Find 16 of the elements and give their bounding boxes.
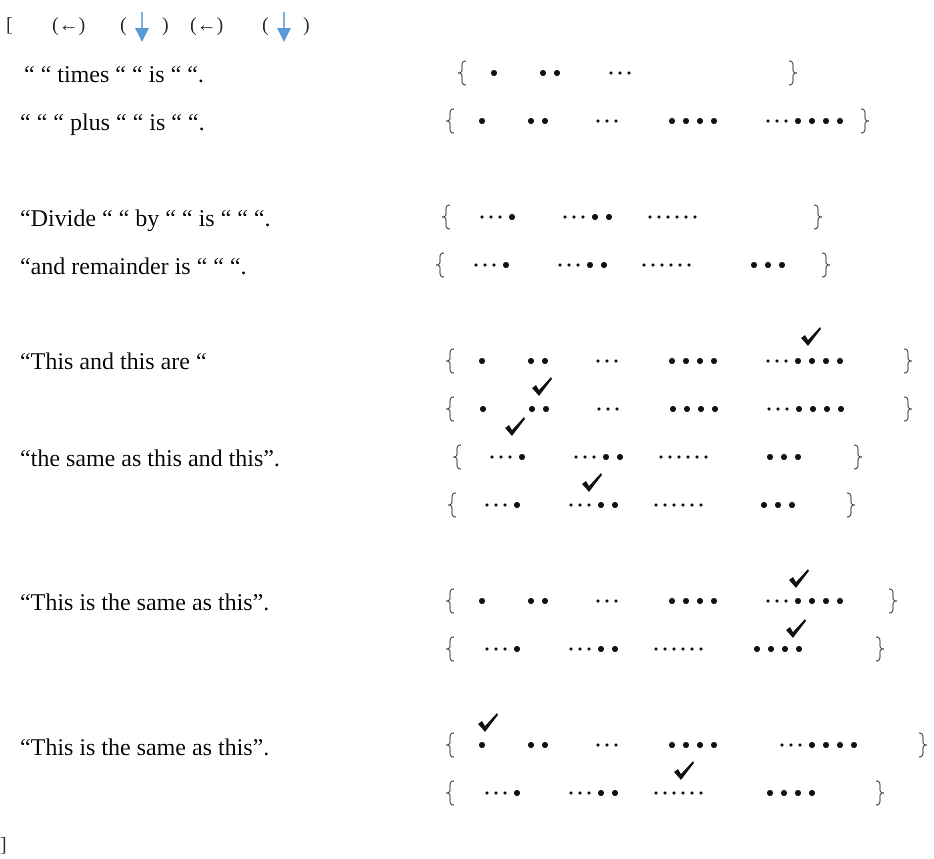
bracket-symbol: (←)	[52, 13, 86, 38]
sentence-text: “and remainder is “ “ “.	[20, 253, 247, 281]
sentence-text: “the same as this and this”.	[20, 445, 280, 473]
sentence-text: “This is the same as this”.	[20, 734, 270, 762]
bracket-symbol: [	[6, 13, 13, 38]
sentence-text: “Divide “ “ by “ “ is “ “ “.	[20, 205, 271, 233]
sentence-text: “ “ “ plus “ “ is “ “.	[20, 109, 205, 137]
sentence-text: “ “ times “ “ is “ “.	[24, 61, 204, 89]
bracket-symbol: (	[262, 13, 269, 38]
sentence-text: “This and this are “	[20, 348, 207, 376]
bracket-symbol: (	[120, 13, 127, 38]
bracket-symbol: (←)	[190, 13, 224, 38]
bracket-symbol: ]	[0, 833, 7, 858]
bracket-symbol: )	[303, 13, 310, 38]
sentence-text: “This is the same as this”.	[20, 589, 270, 617]
bracket-symbol: )	[162, 13, 169, 38]
